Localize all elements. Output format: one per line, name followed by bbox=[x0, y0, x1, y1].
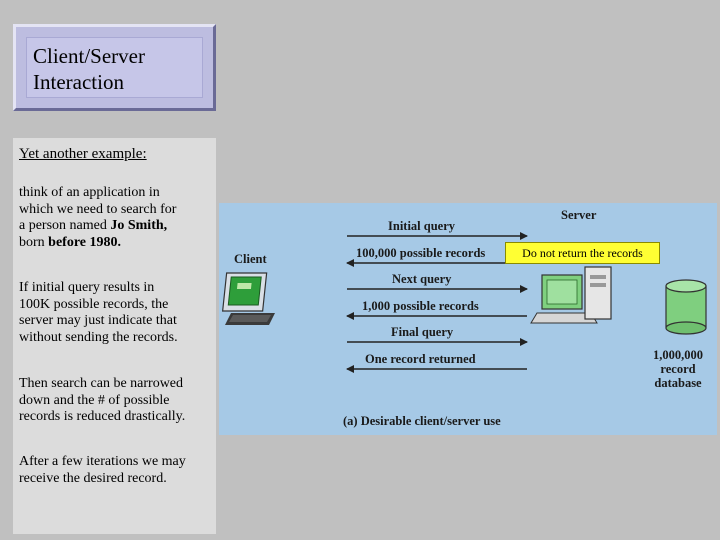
p1-name: Jo Smith, bbox=[110, 218, 168, 233]
database-icon bbox=[665, 279, 707, 335]
client-server-diagram: Client Server Initial query 100,000 poss… bbox=[219, 203, 717, 435]
server-computer-icon bbox=[530, 266, 612, 324]
p3-line: records is reduced drastically. bbox=[19, 409, 186, 424]
message-next-query: Next query bbox=[392, 272, 452, 286]
title-inner-panel bbox=[26, 37, 203, 98]
message-one-record: One record returned bbox=[365, 352, 476, 366]
message-100k-records: 100,000 possible records bbox=[356, 246, 486, 260]
database-label: 1,000,000 record database bbox=[653, 348, 703, 390]
p4-line: After a few iterations we may bbox=[19, 454, 186, 469]
p1-line: a person named Jo Smith, bbox=[19, 218, 176, 235]
slide-title-box: Client/Server Interaction bbox=[13, 24, 216, 111]
p1-line: born before 1980. bbox=[19, 235, 176, 252]
paragraph-2: If initial query results in 100K possibl… bbox=[19, 280, 178, 346]
title-line-2: Interaction bbox=[33, 70, 124, 94]
p4-line: receive the desired record. bbox=[19, 470, 167, 486]
database-label-line: record bbox=[660, 362, 696, 376]
p3-line: Then search can be narrowed bbox=[19, 376, 184, 391]
client-label: Client bbox=[234, 252, 267, 266]
message-initial-query: Initial query bbox=[388, 219, 456, 233]
p1-text: born bbox=[19, 234, 49, 250]
message-final-query: Final query bbox=[391, 325, 454, 339]
diagram-graphics bbox=[221, 232, 707, 373]
text-panel: Yet another example: think of an applica… bbox=[13, 138, 216, 534]
p1-line: which we need to search for bbox=[19, 201, 177, 217]
paragraph-3: Then search can be narrowed down and the… bbox=[19, 376, 185, 426]
p2-line: 100K possible records, the bbox=[19, 296, 169, 312]
p1-line: think of an application in bbox=[19, 185, 160, 200]
server-label: Server bbox=[561, 208, 597, 222]
p2-line: If initial query results in bbox=[19, 280, 155, 295]
p1-text: a person named bbox=[19, 218, 111, 233]
client-computer-icon bbox=[221, 272, 275, 325]
p1-before: before 1980. bbox=[48, 234, 122, 250]
callout-note: Do not return the records bbox=[505, 242, 660, 264]
database-label-line: 1,000,000 bbox=[653, 348, 703, 362]
p3-line: down and the # of possible bbox=[19, 392, 170, 408]
paragraph-1: think of an application in which we need… bbox=[19, 185, 176, 251]
slide-title: Client/Server Interaction bbox=[33, 43, 145, 95]
p2-line: without sending the records. bbox=[19, 329, 178, 345]
subheading: Yet another example: bbox=[19, 146, 147, 162]
title-line-1: Client/Server bbox=[33, 44, 145, 68]
p2-line: server may just indicate that bbox=[19, 313, 177, 328]
diagram-caption: (a) Desirable client/server use bbox=[343, 414, 501, 428]
database-label-line: database bbox=[654, 376, 702, 390]
message-1000-records: 1,000 possible records bbox=[362, 299, 479, 313]
paragraph-4: After a few iterations we may receive th… bbox=[19, 454, 186, 487]
